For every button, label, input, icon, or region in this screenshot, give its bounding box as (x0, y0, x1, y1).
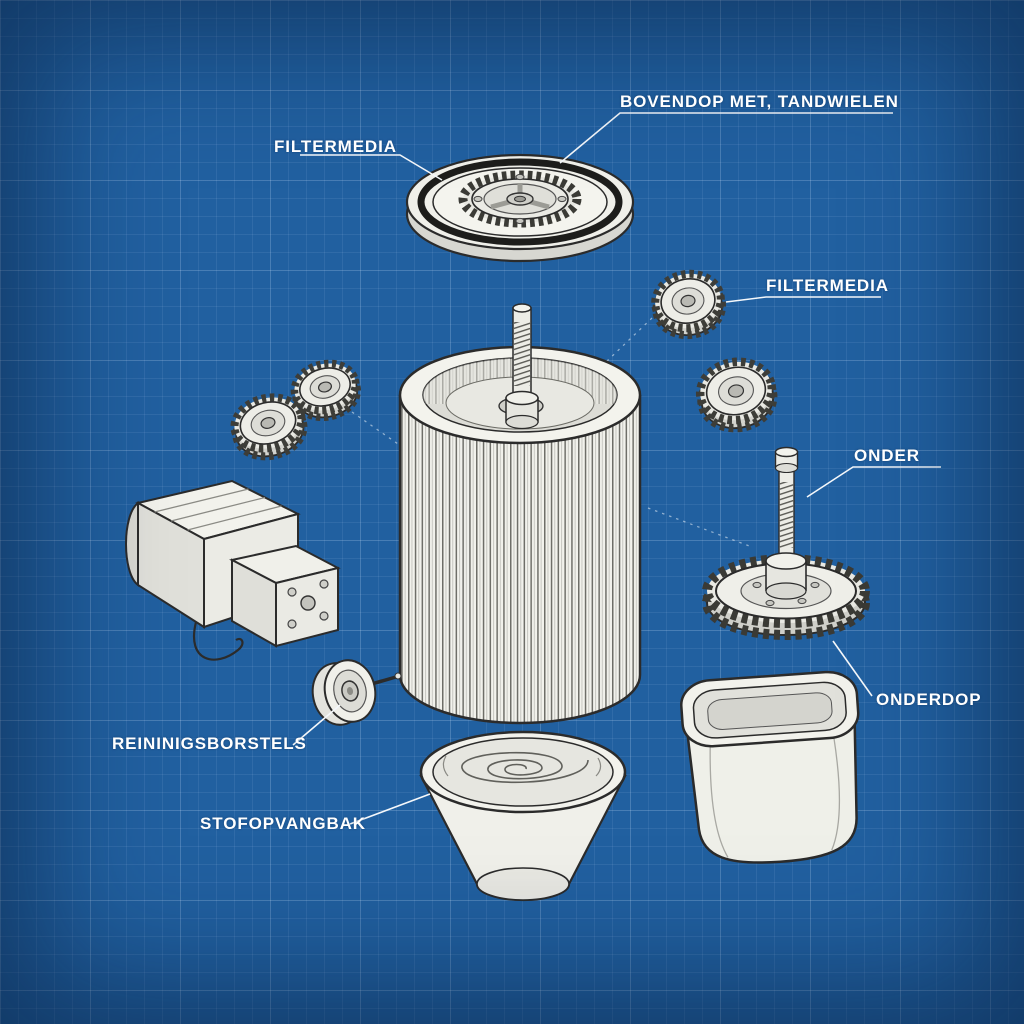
bottom-gear (702, 446, 870, 640)
label-stofopvangbak: STOFOPVANGBAK (200, 814, 366, 833)
dust-funnel (419, 730, 627, 902)
drive-shaft (505, 303, 539, 430)
label-bovendop-met-tandwielen: BOVENDOP MET, TANDWIELEN (620, 92, 899, 111)
cleaning-brush (311, 659, 402, 726)
dust-container (680, 670, 860, 864)
gear-pair-left (230, 359, 362, 461)
label-onderdop: ONDERDOP (876, 690, 982, 709)
label-filtermedia-right: FILTERMEDIA (766, 276, 889, 295)
label-filtermedia-top: FILTERMEDIA (274, 137, 397, 156)
motor (125, 479, 341, 661)
gear-pair-right (651, 269, 778, 433)
leader-lines (292, 112, 941, 825)
label-reinigingsborstels: REININIGSBORSTELS (112, 734, 307, 753)
construction-lines (351, 317, 753, 548)
top-cap (405, 153, 635, 263)
label-onder: ONDER (854, 446, 920, 465)
